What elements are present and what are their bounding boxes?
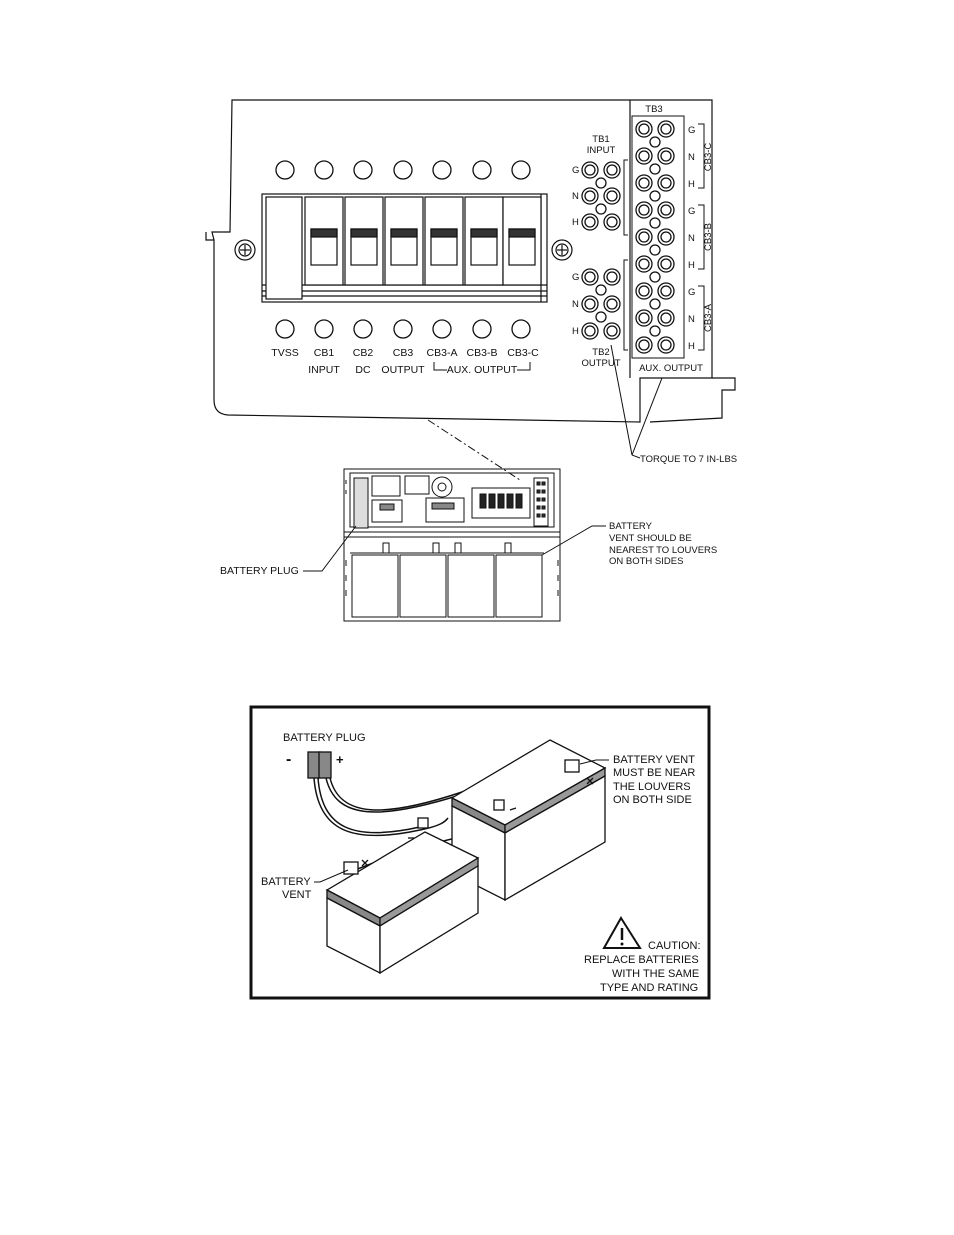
tb2-row-label: G <box>572 272 579 283</box>
breaker-code: CB1 <box>314 347 335 359</box>
breaker-cb3-a <box>424 196 464 286</box>
breaker-cb3-c <box>502 196 542 286</box>
svg-text:ON BOTH SIDE: ON BOTH SIDE <box>613 794 692 806</box>
tb3-group-label: CB3-C <box>703 143 714 172</box>
tb3-row-label: H <box>688 260 695 271</box>
tb3-row-label: G <box>688 287 695 298</box>
breaker-cb3-b <box>464 196 504 286</box>
breaker-code: CB3 <box>393 347 414 359</box>
tb2-label: TB2 <box>592 347 609 358</box>
detail-callout-line <box>427 419 521 481</box>
tb3-row-label: H <box>688 341 695 352</box>
svg-text:NEAREST TO LOUVERS: NEAREST TO LOUVERS <box>609 545 717 556</box>
tb2-row-label: N <box>572 299 579 310</box>
tb3-row-label: N <box>688 233 695 244</box>
svg-text:BATTERY: BATTERY <box>609 521 653 532</box>
svg-text:BATTERY VENT: BATTERY VENT <box>613 754 695 766</box>
tb3-group-label: CB3-B <box>703 223 714 251</box>
tb1-label: TB1 <box>592 134 609 145</box>
tb2-row-label: H <box>572 326 579 337</box>
tb2-terminal-block: G N H TB2 OUTPUT <box>572 268 621 369</box>
svg-text:VENT SHOULD BE: VENT SHOULD BE <box>609 533 692 544</box>
tb3-aux-output-label: AUX. OUTPUT <box>639 363 703 374</box>
tb1-row-label: N <box>572 191 579 202</box>
breaker-code: CB3-B <box>467 347 498 359</box>
breaker-code: TVSS <box>271 347 298 359</box>
breaker-code: CB3-C <box>507 347 539 359</box>
breaker-cb2 <box>344 196 384 286</box>
battery-front <box>325 817 480 975</box>
svg-text:BATTERY: BATTERY <box>261 876 311 888</box>
battery-plug-connector <box>307 751 332 779</box>
battery-plug-leader <box>303 525 357 572</box>
vent-label-leader <box>314 869 349 883</box>
plus-sign: + <box>336 752 344 767</box>
tb3-row-label: N <box>688 314 695 325</box>
svg-text:TYPE AND RATING: TYPE AND RATING <box>600 982 698 994</box>
tb3-row-label: N <box>688 152 695 163</box>
circuit-breakers <box>304 196 542 286</box>
battery-vent-label: BATTERY VENT <box>261 876 312 901</box>
tb3-terminal-block: TB3 G N H G N H G N H <box>623 104 714 374</box>
tb3-row-label: G <box>688 206 695 217</box>
breaker-sub: INPUT <box>308 364 340 376</box>
minus-sign: - <box>286 751 291 768</box>
aux-output-bracket-label: AUX. OUTPUT <box>447 364 518 376</box>
enclosure-overview <box>343 468 561 622</box>
svg-text:THE LOUVERS: THE LOUVERS <box>613 781 691 793</box>
tb1-row-label: G <box>572 165 579 176</box>
indicator-lights-top <box>275 160 531 180</box>
warning-triangle-icon <box>602 916 642 949</box>
tb1-row-label: H <box>572 217 579 228</box>
aux-output-bracket <box>433 362 531 371</box>
breaker-sub: OUTPUT <box>381 364 425 376</box>
tb1-sub: INPUT <box>587 145 616 156</box>
breaker-cb1 <box>304 196 344 286</box>
svg-text:VENT: VENT <box>282 889 312 901</box>
tb2-sub: OUTPUT <box>581 358 620 369</box>
torque-leaders <box>610 344 663 459</box>
breaker-code: CB3-A <box>427 347 458 359</box>
breaker-labels: TVSS CB1 CB2 CB3 CB3-A CB3-B CB3-C INPUT… <box>271 347 539 376</box>
svg-text:MUST BE NEAR: MUST BE NEAR <box>613 767 695 779</box>
svg-text:WITH THE SAME: WITH THE SAME <box>612 968 699 980</box>
vent-markers <box>361 777 594 867</box>
svg-text:CAUTION:: CAUTION: <box>648 940 701 952</box>
battery-plug-label: BATTERY PLUG <box>220 565 299 577</box>
caution-note: CAUTION: REPLACE BATTERIES WITH THE SAME… <box>584 940 701 994</box>
screw-icon <box>234 239 573 261</box>
svg-text:REPLACE BATTERIES: REPLACE BATTERIES <box>584 954 699 966</box>
breaker-sub: DC <box>355 364 371 376</box>
battery-vent-leader <box>541 525 606 556</box>
tb3-label: TB3 <box>645 104 662 115</box>
battery-plug-title: BATTERY PLUG <box>283 732 366 744</box>
breaker-code: CB2 <box>353 347 374 359</box>
tb1-terminal-block: TB1 INPUT G N H <box>572 134 621 231</box>
battery-rear <box>450 739 607 902</box>
battery-vent-callout: BATTERY VENT MUST BE NEAR THE LOUVERS ON… <box>613 754 695 806</box>
svg-text:ON BOTH SIDES: ON BOTH SIDES <box>609 556 683 567</box>
tb3-row-label: H <box>688 179 695 190</box>
tb3-row-label: G <box>688 125 695 136</box>
breaker-cb3 <box>384 196 424 286</box>
vent-callout-leader <box>579 759 609 765</box>
indicator-lights-bottom <box>275 319 531 339</box>
tb3-group-label: CB3-A <box>703 303 714 332</box>
torque-note: TORQUE TO 7 IN-LBS <box>640 454 737 465</box>
battery-vent-note: BATTERY VENT SHOULD BE NEAREST TO LOUVER… <box>609 521 717 567</box>
